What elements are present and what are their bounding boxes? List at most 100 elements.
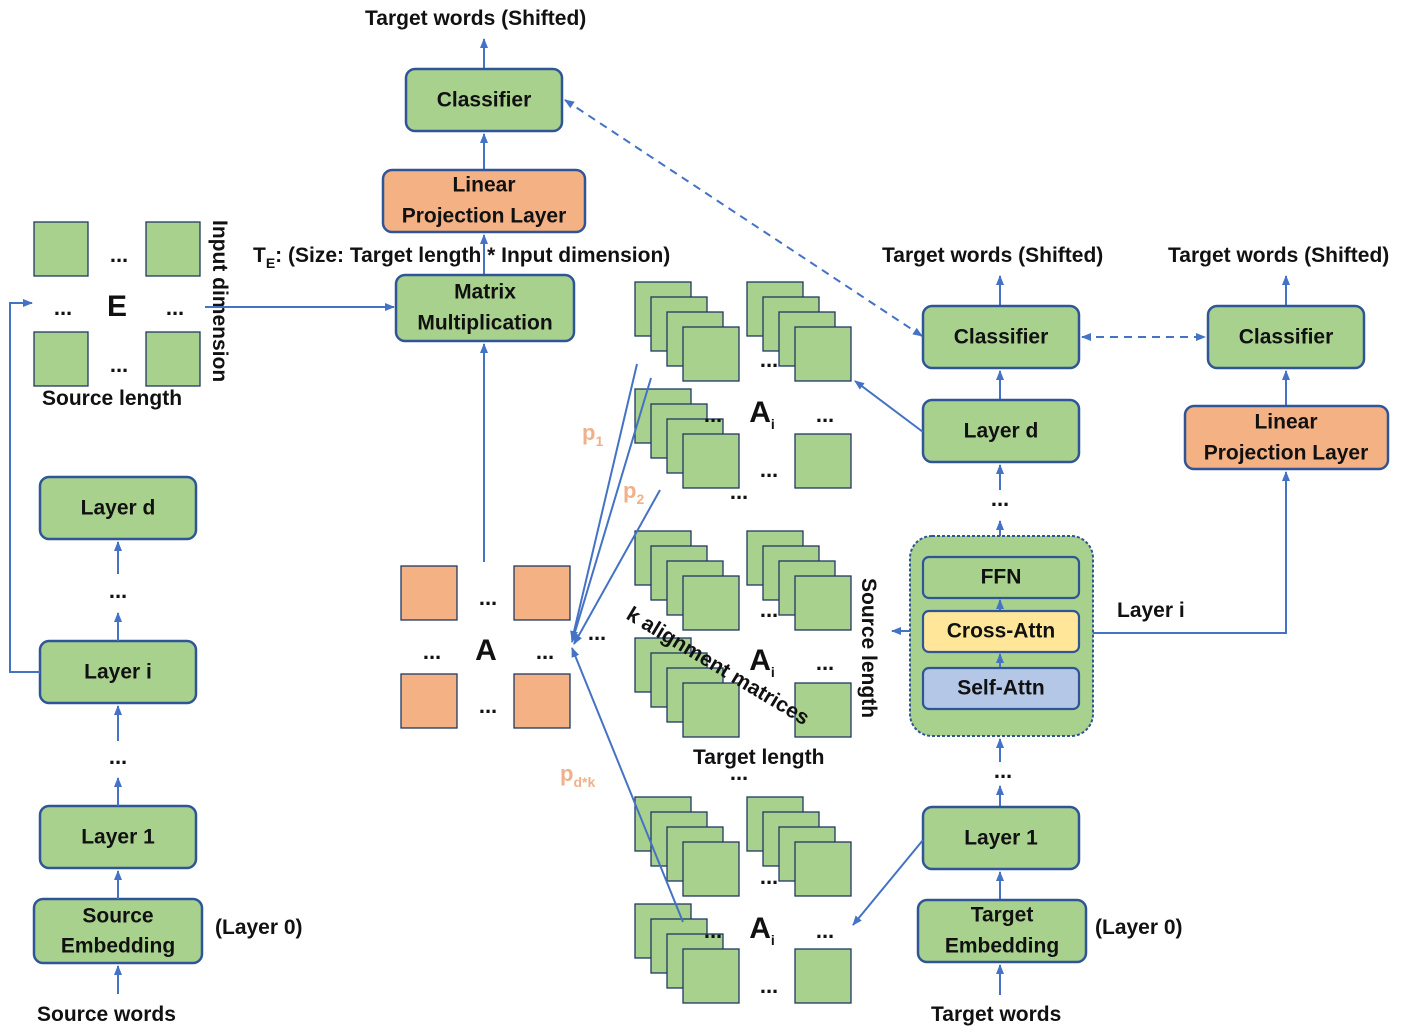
stack2-Ai: Ai [749, 644, 775, 680]
ffn-label: FFN [981, 566, 1022, 589]
source-length-left-label: Source length [42, 387, 182, 410]
stack1-Ai: Ai [749, 396, 775, 432]
layer0-left-label: (Layer 0) [215, 916, 303, 939]
target-shifted-mid-label: Target words (Shifted) [882, 244, 1103, 267]
stack3-dots-right: ... [816, 918, 834, 943]
arrow-layer1-to-stack3 [852, 839, 924, 926]
arrow-layer-i-to-right-linear [1093, 471, 1290, 634]
encoder-layer-d-box [38, 475, 198, 541]
E-dots-right: ... [166, 295, 184, 320]
stack1-bl-d [682, 433, 740, 489]
stack3-br [794, 948, 852, 1004]
p2-main: p [623, 478, 636, 503]
source-embedding-line2: Embedding [61, 935, 175, 958]
p1-main: p [582, 420, 595, 445]
stack3-bl-d [682, 948, 740, 1004]
layer-i-right-label: Layer i [1117, 599, 1185, 622]
E-square-tr [145, 221, 201, 277]
middle-column: Target words (Shifted) Classifier Linear… [253, 7, 670, 729]
target-embedding-line2: Embedding [945, 935, 1059, 958]
right-linear-projection-line2: Projection Layer [1204, 442, 1369, 465]
target-words-label: Target words [931, 1003, 1061, 1026]
stack3-tl-d [682, 841, 740, 897]
A-square-tr [513, 565, 571, 621]
decoder-classifier-box [921, 304, 1081, 370]
E-dots-top: ... [110, 242, 128, 267]
decoder-layer-d-label: Layer d [964, 420, 1039, 443]
self-attn-label: Self-Attn [957, 677, 1045, 700]
stack1-dots-under: ... [730, 479, 748, 504]
stack3-dots-left: ... [704, 918, 722, 943]
target-shifted-right-label: Target words (Shifted) [1168, 244, 1389, 267]
stack2-Ai-sub: i [771, 664, 775, 680]
p2-label: p2 [623, 478, 644, 507]
pdk-sub: d*k [573, 774, 595, 790]
arrow-layer-i-to-E [9, 299, 40, 673]
right-classifier-box [1206, 304, 1366, 370]
A-square-br [513, 673, 571, 729]
alignment-stack-1: ... ... Ai ... ... ... [634, 281, 852, 504]
stack3-Ai: Ai [749, 912, 775, 948]
input-dimension-label: Input dimension [208, 220, 231, 382]
stack1-dots-top: ... [760, 347, 778, 372]
encoder-dots-upper: ... [109, 578, 127, 603]
encoder-layer-1-label: Layer 1 [81, 826, 155, 849]
E-square-bl [33, 331, 89, 387]
pdk-label: pd*k [560, 761, 595, 790]
p2-sub: 2 [636, 491, 644, 507]
source-words-label: Source words [37, 1003, 176, 1026]
right-linear-projection-line1: Linear [1254, 411, 1317, 434]
matrix-multiplication-line1: Matrix [454, 281, 516, 304]
stack3-dots-bottom: ... [760, 973, 778, 998]
E-square-br [145, 331, 201, 387]
stack1-dots-left: ... [704, 402, 722, 427]
arrow-p2 [573, 489, 661, 645]
A-dots-far: ... [588, 620, 606, 645]
stack2-tr-d [794, 575, 852, 631]
decoder-dots-lower: ... [994, 758, 1012, 783]
arrow-p1b [570, 377, 652, 643]
A-dots-bottom: ... [479, 693, 497, 718]
self-attn-box [921, 666, 1081, 711]
classifier-top-label: Classifier [437, 89, 532, 112]
arrow-pdk [571, 647, 684, 923]
stack3-tr-d [794, 841, 852, 897]
stack1-dots-bottom: ... [760, 457, 778, 482]
weight-arrows: p1 p2 pd*k [560, 363, 684, 923]
target-shifted-top-label: Target words (Shifted) [365, 7, 586, 30]
stack1-Ai-sub: i [771, 416, 775, 432]
stack2-dots-under: ... [730, 760, 748, 785]
stack2-bl-d [682, 682, 740, 738]
E-dots-left: ... [54, 295, 72, 320]
te-sub: E [266, 255, 275, 271]
encoder-layer-d-label: Layer d [81, 497, 156, 520]
A-dots-left: ... [423, 639, 441, 664]
classifier-top-box [404, 67, 564, 133]
te-rest: : (Size: Target length * Input dimension… [275, 244, 670, 267]
te-label: TE: (Size: Target length * Input dimensi… [253, 244, 670, 271]
p1-sub: 1 [595, 433, 603, 449]
stack1-tr-d [794, 326, 852, 382]
stack1-br [794, 433, 852, 489]
E-square-tl [33, 221, 89, 277]
stack2-dots-top: ... [760, 597, 778, 622]
matrix-multiplication-line2: Multiplication [417, 312, 552, 335]
A-dots-top: ... [479, 585, 497, 610]
A-letter: A [475, 634, 497, 667]
encoder-dots-lower: ... [109, 744, 127, 769]
decoder-layer-1-label: Layer 1 [964, 827, 1038, 850]
stack1-dots-right: ... [816, 402, 834, 427]
dashed-top-to-decoder-classifier [564, 99, 923, 337]
stack3-Ai-sub: i [771, 932, 775, 948]
stack3-dots-top: ... [760, 864, 778, 889]
arrow-layer-d-to-stack1 [854, 380, 924, 433]
te-main: T [253, 244, 266, 267]
stack2-dots-right: ... [816, 650, 834, 675]
alignment-stack-3: ... ... Ai ... ... [634, 796, 852, 1004]
encoder-layer-i-label: Layer i [84, 661, 152, 684]
right-classifier-label: Classifier [1239, 326, 1334, 349]
E-letter: E [107, 290, 127, 323]
stack2-Ai-main: A [749, 644, 771, 677]
layer0-right-label: (Layer 0) [1095, 916, 1183, 939]
stack1-tl-d [682, 326, 740, 382]
